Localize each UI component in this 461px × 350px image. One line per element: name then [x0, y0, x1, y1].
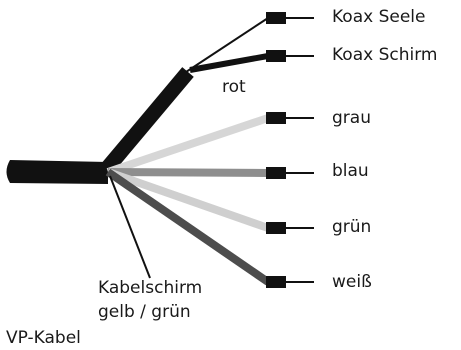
- wire-kabelschirm: [109, 175, 151, 279]
- ferrule-koax-schirm: [266, 50, 314, 62]
- wire-gruen: [106, 168, 270, 232]
- wire-grau: [106, 114, 270, 176]
- wire-koax-schirm: [189, 53, 269, 73]
- vp-cable: [6, 160, 108, 184]
- label-weiss: weiß: [332, 272, 372, 292]
- label-koax-schirm: Koax Schirm: [332, 45, 438, 65]
- wire-weiss: [105, 168, 271, 286]
- ferrule-grau: [266, 112, 314, 124]
- coax-bundle: [98, 67, 194, 177]
- label-rot: rot: [222, 77, 246, 97]
- ferrule-koax-seele: [266, 12, 314, 24]
- label-blau: blau: [332, 161, 369, 181]
- label-grau: grau: [332, 108, 371, 128]
- label-kabelschirm: Kabelschirm: [98, 278, 203, 298]
- ferrule-blau: [266, 167, 314, 179]
- wire-blau: [107, 168, 269, 177]
- label-koax-seele: Koax Seele: [332, 7, 426, 27]
- ferrule-weiss: [266, 276, 314, 288]
- label-gruen: grün: [332, 217, 372, 237]
- label-vp-kabel: VP-Kabel: [6, 328, 81, 348]
- label-kabelschirm-color: gelb / grün: [98, 302, 191, 322]
- wire-koax-seele: [185, 17, 269, 73]
- ferrule-gruen: [266, 222, 314, 234]
